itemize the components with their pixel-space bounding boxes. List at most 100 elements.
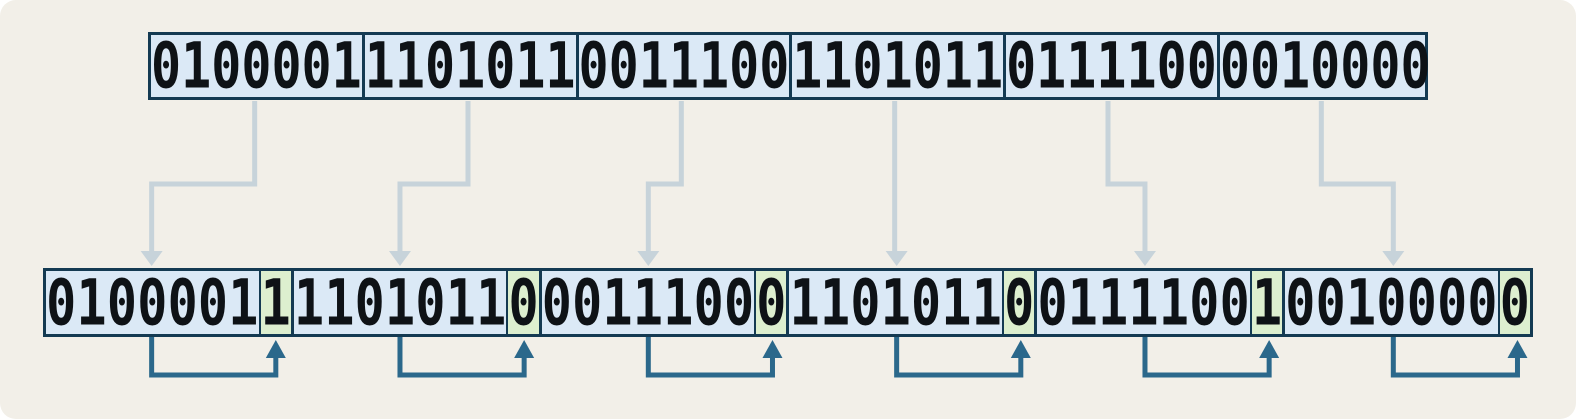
parity-arrow — [645, 337, 775, 378]
bit-digit: 1 — [1346, 271, 1376, 334]
digit-glyph: 0 — [271, 29, 302, 103]
digit-glyph: 0 — [1499, 265, 1530, 340]
bit-digit: 1 — [941, 271, 971, 334]
digit-glyph: 0 — [241, 29, 272, 103]
copy-arrowhead-icon — [637, 251, 660, 266]
bit-digit: 1 — [394, 29, 425, 103]
bit-digit: 0 — [424, 29, 456, 103]
bit-digit: 1 — [1098, 271, 1128, 334]
digit-glyph: 0 — [167, 265, 198, 340]
bit-digit: 0 — [137, 271, 167, 334]
bit-digit: 1 — [942, 29, 973, 103]
digit-glyph: 1 — [1067, 265, 1098, 340]
digit-glyph: 1 — [394, 29, 425, 103]
bit-digit: 0 — [1250, 35, 1280, 98]
bit-digit: 0 — [1219, 265, 1250, 340]
digit-glyph: 0 — [1315, 265, 1346, 340]
bit-digit: 1 — [602, 271, 633, 334]
parity-arrowhead-icon — [265, 340, 286, 358]
bit-digit: 0 — [415, 271, 445, 334]
digit-glyph: 1 — [942, 29, 973, 103]
bit-digit: 1 — [698, 29, 730, 103]
bit-digit: 1 — [455, 29, 486, 103]
bit-digit: 0 — [852, 29, 883, 103]
digit-glyph: 1 — [971, 265, 1002, 340]
bit-digit: 0 — [913, 35, 943, 98]
digit-glyph: 1 — [515, 29, 546, 103]
parity-bit-digit: 0 — [1002, 265, 1035, 340]
bit-digit: 0 — [1189, 271, 1219, 334]
bit-digit: 0 — [578, 29, 609, 103]
bit-digit: 1 — [1128, 265, 1159, 340]
digit-glyph: 0 — [578, 29, 609, 103]
bit-digit: 0 — [911, 271, 941, 334]
bit-digit: 1 — [1096, 35, 1126, 98]
bit-digit: 1 — [1068, 271, 1098, 334]
digit-glyph: 1 — [1251, 265, 1283, 340]
copy-arrowhead-icon — [1382, 251, 1405, 266]
bit-digit: 1 — [972, 271, 1002, 334]
bit-digit: 0 — [485, 35, 515, 98]
copy-arrowhead-icon — [885, 251, 908, 266]
bit-digit: 1 — [633, 271, 663, 334]
digit-glyph: 0 — [729, 29, 760, 103]
digit-glyph: 1 — [698, 29, 730, 103]
parity-bit-digit: 1 — [258, 271, 291, 334]
bit-digit: 0 — [542, 271, 572, 334]
bit-digit: 0 — [1370, 35, 1400, 98]
digit-glyph: 0 — [424, 29, 456, 103]
copy-arrow — [1105, 101, 1148, 252]
parity-arrowhead-icon — [1010, 340, 1031, 358]
bit-digit: 0 — [107, 271, 137, 334]
parity-bit-digit: 0 — [754, 271, 787, 334]
digit-glyph: 0 — [137, 265, 168, 340]
bit-digit: 0 — [1186, 29, 1217, 103]
digit-glyph: 0 — [1376, 265, 1407, 340]
digit-glyph: 0 — [1186, 29, 1217, 103]
digit-glyph: 1 — [1128, 265, 1159, 340]
bit-digit: 1 — [365, 35, 395, 98]
bit-digit: 1 — [1280, 35, 1310, 98]
bit-digit: 0 — [1285, 271, 1315, 334]
parity-arrowhead-icon — [514, 340, 535, 358]
bit-digit: 0 — [729, 29, 760, 103]
parity-arrow — [894, 337, 1024, 378]
digit-glyph: 0 — [723, 265, 755, 340]
bit-digit: 1 — [881, 271, 911, 334]
copy-arrow — [1318, 101, 1396, 252]
bit-digit: 1 — [476, 271, 506, 334]
digit-glyph: 0 — [852, 29, 883, 103]
digit-glyph: 0 — [415, 265, 446, 340]
bit-digit: 1 — [515, 29, 546, 103]
bit-digit: 0 — [1157, 35, 1187, 98]
digit-glyph: 0 — [1219, 265, 1250, 340]
bit-digit: 1 — [545, 35, 575, 98]
bit-digit: 1 — [972, 29, 1004, 103]
digit-glyph: 1 — [972, 29, 1004, 103]
bit-digit: 0 — [1407, 271, 1437, 334]
bit-digit: 0 — [211, 35, 241, 98]
bit-digit: 1 — [76, 271, 106, 334]
digit-glyph: 1 — [455, 29, 486, 103]
bit-digit: 1 — [668, 29, 699, 103]
bit-digit: 0 — [759, 35, 789, 98]
digit-glyph: 0 — [1006, 29, 1037, 103]
bit-digit: 0 — [355, 271, 385, 334]
digit-glyph: 0 — [1037, 265, 1068, 340]
bit-digit: 0 — [167, 265, 198, 340]
digit-glyph: 1 — [1158, 265, 1189, 340]
digit-glyph: 1 — [324, 265, 355, 340]
digit-glyph: 0 — [1189, 265, 1220, 340]
bit-digit: 0 — [1310, 35, 1340, 98]
bit-digit: 1 — [820, 271, 850, 334]
digit-glyph: 1 — [880, 265, 911, 340]
digit-glyph: 1 — [1345, 265, 1377, 340]
digit-glyph: 0 — [1340, 29, 1371, 103]
bit-digit: 0 — [850, 271, 880, 334]
digit-glyph: 0 — [693, 265, 724, 340]
digit-glyph: 1 — [668, 29, 699, 103]
digit-glyph: 0 — [1004, 265, 1035, 340]
